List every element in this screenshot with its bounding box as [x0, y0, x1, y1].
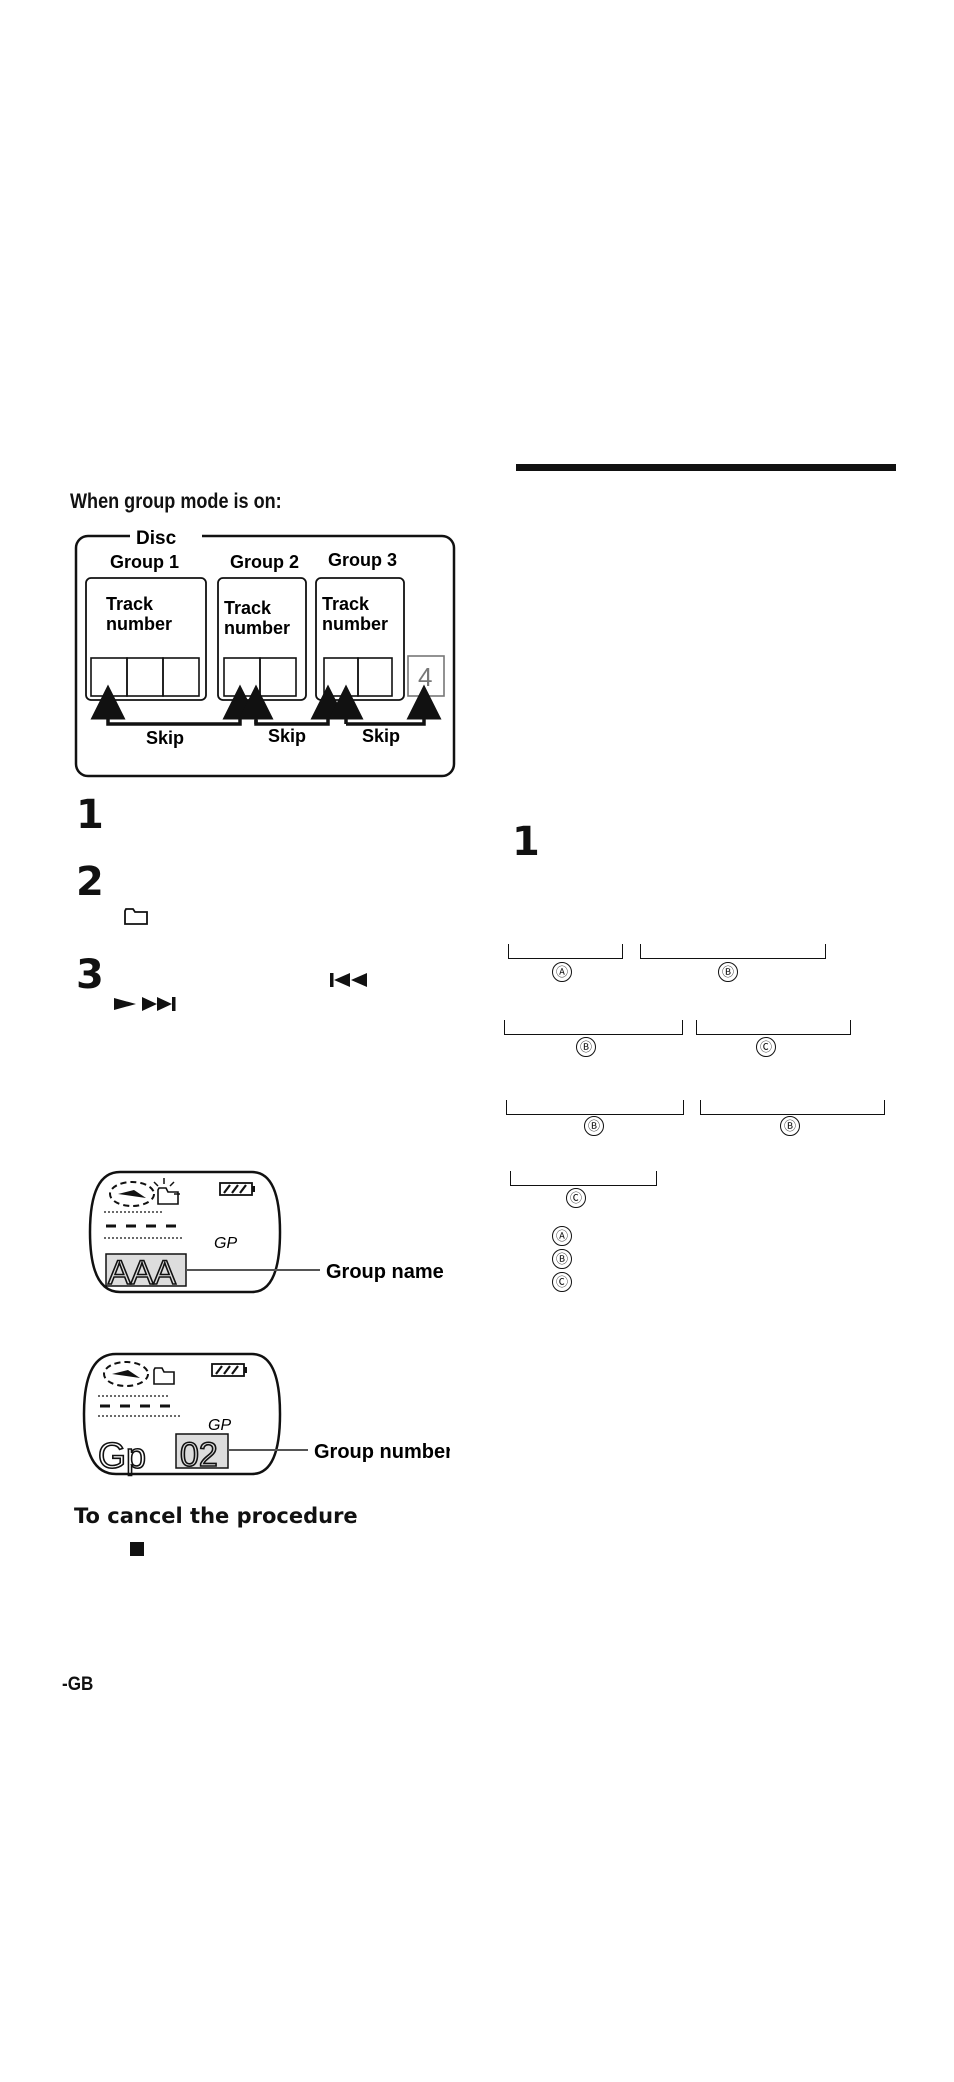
skip-label-1: Skip — [146, 728, 184, 748]
display2-callout: Group number — [314, 1441, 450, 1463]
stop-icon — [130, 1542, 144, 1556]
page-number-suffix: -GB — [62, 1674, 94, 1695]
bracket-row4-c-marker: Ⓒ — [566, 1188, 586, 1208]
step-1-number: 1 — [76, 792, 104, 838]
group-2-label: Group 2 — [230, 552, 299, 572]
bracket-row2-b — [504, 1020, 683, 1035]
display2-gp-label: GP — [208, 1417, 231, 1434]
group-2-track-label: Track — [224, 598, 272, 618]
extra-track-number: 4 — [418, 662, 432, 692]
group-3-number-label: number — [322, 614, 388, 634]
group-3-label: Group 3 — [328, 550, 397, 570]
display1-text: AAA — [108, 1254, 176, 1292]
group-mode-heading: When group mode is on: — [70, 490, 282, 513]
bracket-row3-b1-marker: Ⓑ — [584, 1116, 604, 1136]
bracket-row3-b1 — [506, 1100, 684, 1115]
bracket-row3-b2 — [700, 1100, 885, 1115]
bracket-row1-a-marker: Ⓐ — [552, 962, 572, 982]
display2-gp-text: Gp — [98, 1435, 146, 1476]
section-rule — [516, 464, 896, 471]
lcd-display-group-number: GP Gp 02 Group number — [82, 1352, 450, 1477]
bracket-row1-b — [640, 944, 826, 959]
group-2-number-label: number — [224, 618, 290, 638]
disc-diagram: Disc Group 1 Group 2 Group 3 Track numbe… — [74, 526, 456, 778]
step-right-1-number: 1 — [512, 819, 540, 865]
cancel-heading: To cancel the procedure — [74, 1504, 358, 1528]
step-3-number: 3 — [76, 952, 104, 998]
bracket-row1-a — [508, 944, 623, 959]
disc-label: Disc — [136, 528, 177, 549]
bracket-row4-c — [510, 1171, 657, 1186]
group-1-number-label: number — [106, 614, 172, 634]
display1-gp-label: GP — [214, 1235, 237, 1252]
display1-callout: Group name — [326, 1261, 444, 1283]
group-1-label: Group 1 — [110, 552, 179, 572]
group-3-track-label: Track — [322, 594, 370, 614]
bracket-row2-c — [696, 1020, 851, 1035]
skip-label-2: Skip — [268, 726, 306, 746]
step-2-number: 2 — [76, 859, 104, 905]
bracket-row3-b2-marker: Ⓑ — [780, 1116, 800, 1136]
bracket-row1-b-marker: Ⓑ — [718, 962, 738, 982]
play-next-track-icon — [114, 997, 176, 1011]
legend-marker-c: Ⓒ — [552, 1272, 572, 1292]
skip-label-3: Skip — [362, 726, 400, 746]
legend-marker-b: Ⓑ — [552, 1249, 572, 1269]
group-1-track-label: Track — [106, 594, 154, 614]
folder-icon — [124, 908, 148, 925]
lcd-display-group-name: GP AAA Group name — [88, 1170, 444, 1294]
previous-track-icon — [330, 973, 367, 987]
display2-number: 02 — [180, 1436, 218, 1474]
legend-marker-a: Ⓐ — [552, 1226, 572, 1246]
bracket-row2-c-marker: Ⓒ — [756, 1037, 776, 1057]
bracket-row2-b-marker: Ⓑ — [576, 1037, 596, 1057]
